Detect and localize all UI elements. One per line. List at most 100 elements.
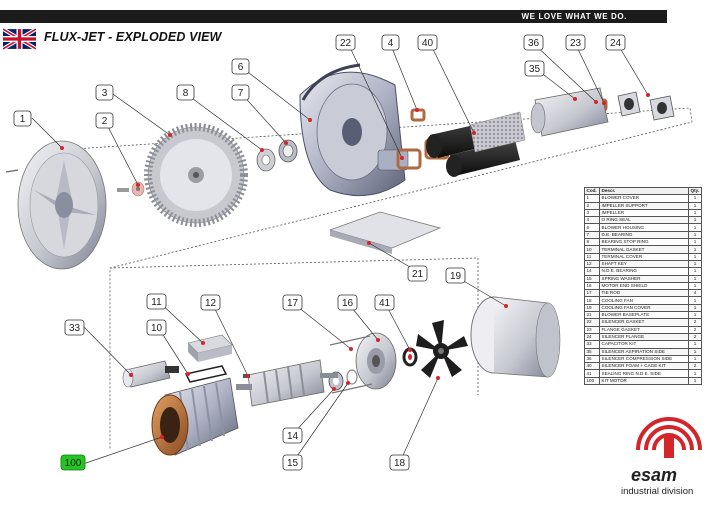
cell-quantity: 1: [688, 340, 702, 349]
svg-text:11: 11: [151, 297, 162, 308]
cell-quantity: 1: [688, 376, 702, 386]
callout-18: 18: [389, 454, 410, 471]
cell-quantity: 1: [688, 245, 702, 254]
cell-quantity: 1: [688, 216, 702, 225]
cell-code: 23: [584, 325, 600, 334]
callout-16: 16: [337, 294, 358, 311]
callout-label: 1: [20, 114, 26, 125]
cell-code: 41: [584, 369, 600, 378]
cell-code: 24: [584, 332, 600, 342]
cell-quantity: 2: [688, 325, 702, 334]
cell-description: BEARING STOP RING: [599, 238, 689, 247]
svg-text:16: 16: [342, 298, 354, 309]
page-title: FLUX-JET - EXPLODED VIEW: [44, 30, 222, 44]
svg-text:40: 40: [422, 38, 434, 49]
callout-dots: [60, 93, 650, 439]
esam-logo-icon: [636, 417, 702, 458]
cell-code: 40: [584, 362, 600, 371]
silencer-aspiration: [530, 87, 609, 137]
cell-code: 33: [584, 340, 600, 349]
cell-code: 7: [584, 230, 600, 240]
cell-description: SILENCER FLANGE: [599, 332, 689, 342]
svg-text:3: 3: [102, 88, 108, 99]
cell-code: 11: [584, 252, 600, 261]
header-quantity: Qty.: [688, 186, 702, 196]
spring-washer: [346, 369, 358, 385]
svg-text:21: 21: [412, 269, 424, 280]
callout-2: 2: [95, 112, 114, 129]
cell-description: SILENCER COMPRESSION SIDE: [599, 354, 689, 364]
cell-quantity: 1: [688, 208, 702, 218]
cell-code: 18: [584, 296, 600, 305]
svg-text:35: 35: [529, 64, 541, 75]
cell-description: TERMINAL COVER: [599, 252, 689, 261]
cell-quantity: 1: [688, 259, 702, 269]
cell-code: 3: [584, 208, 600, 218]
cell-description: SEALING RING N.D.E. SIDE: [599, 369, 689, 378]
cell-quantity: 1: [688, 194, 702, 203]
cell-quantity: 4: [688, 289, 702, 298]
callout-22: 22: [335, 34, 356, 51]
svg-text:6: 6: [238, 62, 244, 73]
logo-subtitle: industrial division: [621, 486, 694, 497]
cell-code: 1: [584, 194, 600, 203]
top-bar: WE LOVE WHAT WE DO.: [0, 10, 667, 23]
svg-text:15: 15: [287, 458, 299, 469]
callout-3: 3: [95, 84, 114, 101]
cell-quantity: 1: [688, 303, 702, 313]
svg-text:8: 8: [183, 88, 189, 99]
cell-code: 17: [584, 289, 600, 298]
motor-body: [151, 377, 239, 456]
terminal-gasket: [184, 365, 228, 383]
cell-description: IMPELLER: [599, 208, 689, 218]
callout-15: 15: [282, 454, 303, 471]
cell-code: 8: [584, 238, 600, 247]
cell-description: O RING SEAL: [599, 216, 689, 225]
svg-text:4: 4: [388, 38, 394, 49]
uk-flag-icon: [3, 28, 36, 50]
svg-text:12: 12: [205, 298, 217, 309]
cooling-fan: [416, 320, 468, 378]
svg-text:36: 36: [528, 38, 540, 49]
cell-quantity: 1: [688, 274, 702, 283]
cell-description: SHAFT KEY: [599, 259, 689, 269]
cell-quantity: 1: [688, 369, 702, 378]
cell-code: 6: [584, 223, 600, 232]
callout-36: 36: [523, 34, 544, 51]
callout-41: 41: [374, 294, 395, 311]
cell-description: CAPACITOR KIT: [599, 340, 689, 349]
svg-text:100: 100: [65, 458, 82, 469]
cell-quantity: 1: [688, 296, 702, 305]
header-code: Cod.: [584, 186, 600, 196]
cell-description: BLOWER HOUSING: [599, 223, 689, 232]
cell-code: 22: [584, 318, 600, 327]
impeller: [144, 123, 248, 227]
callout-100: 100: [60, 454, 86, 471]
cell-quantity: 2: [688, 318, 702, 327]
svg-text:14: 14: [287, 431, 299, 442]
cell-description: COOLING FAN COVER: [599, 303, 689, 313]
bearing-stop-ring: [256, 148, 276, 172]
header-description: Descr.: [599, 186, 689, 196]
cell-description: SPRING WASHER: [599, 274, 689, 283]
svg-text:22: 22: [340, 38, 352, 49]
blower-baseplate: [328, 211, 442, 254]
cell-description: COOLING FAN: [599, 296, 689, 305]
svg-text:33: 33: [69, 323, 81, 334]
cell-quantity: 2: [688, 362, 702, 371]
cell-code: 19: [584, 303, 600, 313]
svg-text:10: 10: [151, 323, 163, 334]
cell-code: 2: [584, 201, 600, 210]
